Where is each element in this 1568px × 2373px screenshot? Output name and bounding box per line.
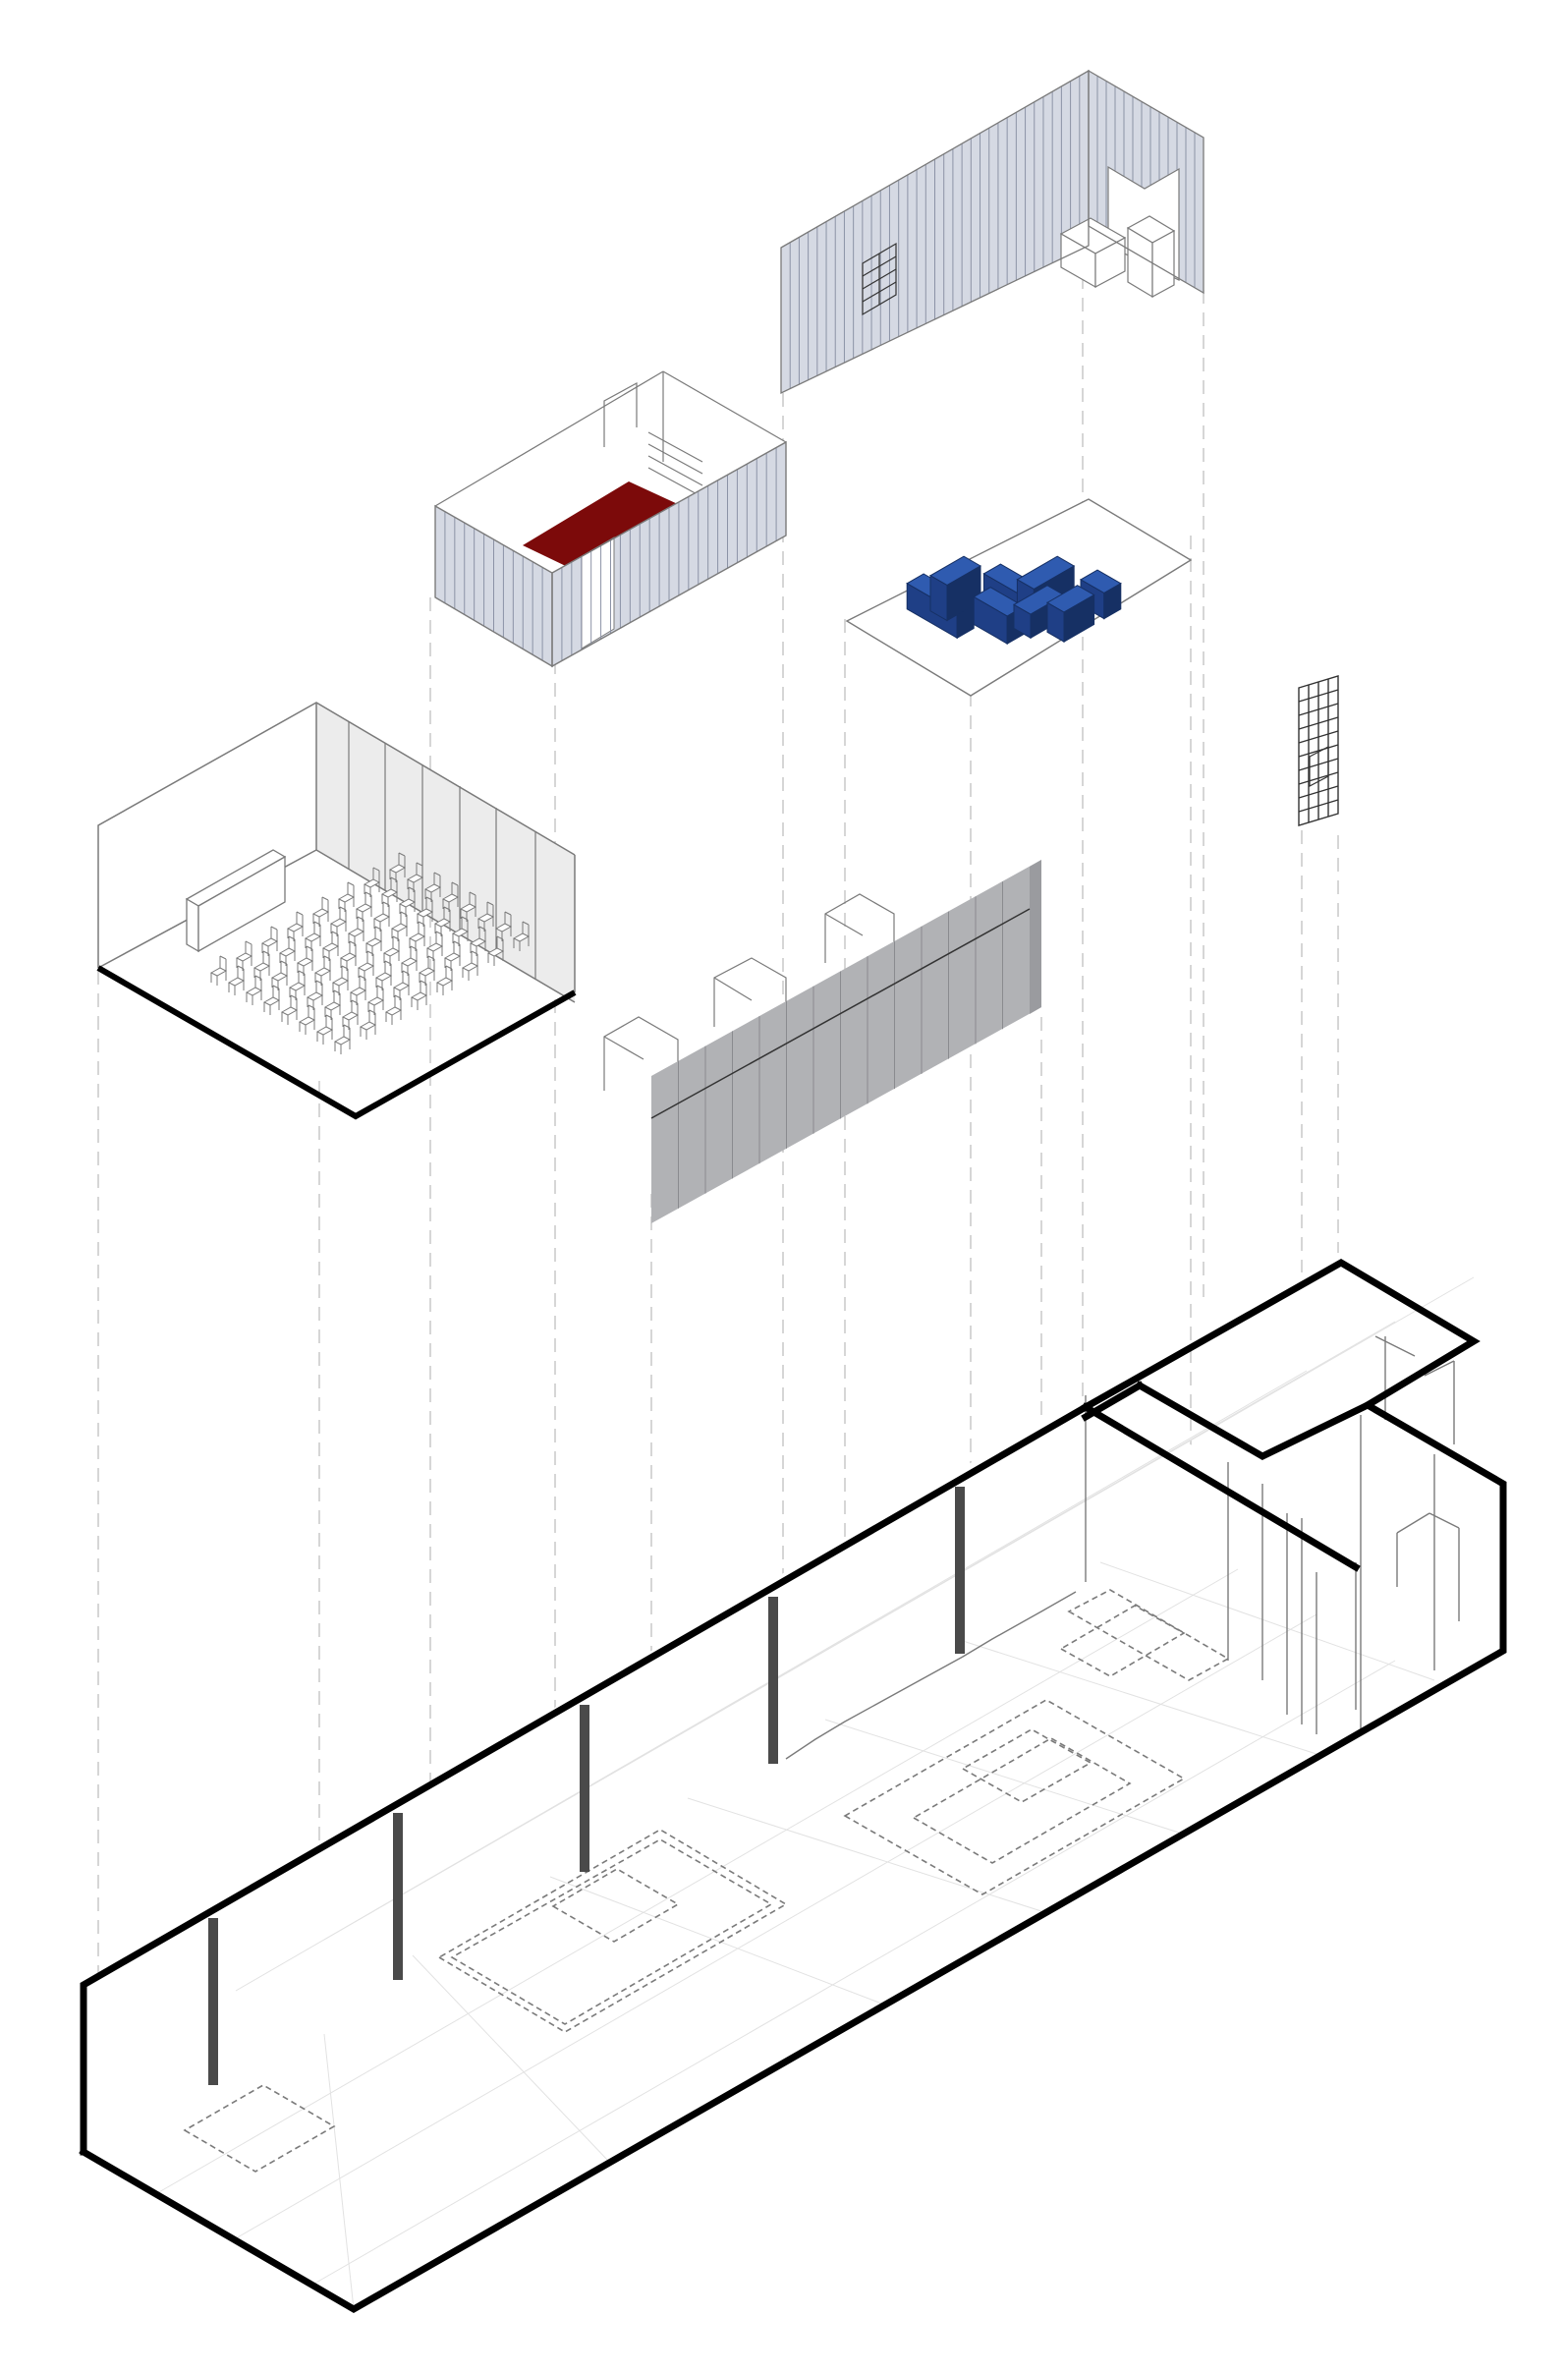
red-carpet-booth — [434, 370, 787, 668]
chair — [260, 926, 279, 956]
chair — [337, 881, 356, 912]
chair — [311, 896, 330, 927]
grid-window — [862, 242, 897, 316]
chair — [512, 921, 531, 951]
lecture-room — [96, 702, 577, 1120]
chair — [476, 901, 495, 932]
wire-grid-bar — [1298, 730, 1339, 744]
chair — [262, 985, 281, 1015]
chair — [388, 852, 407, 882]
red-carpet — [523, 481, 680, 569]
chair — [270, 960, 289, 990]
chair — [435, 965, 454, 995]
chair — [341, 999, 360, 1030]
structural-columns — [208, 1487, 965, 2085]
wire-grid-bar — [1298, 703, 1339, 716]
chair — [349, 975, 367, 1005]
column — [768, 1597, 778, 1764]
wire-grid-bar — [1298, 771, 1339, 785]
column — [208, 1918, 218, 2085]
wire-grid-bar — [1298, 744, 1339, 758]
chair — [357, 950, 375, 981]
chair — [406, 862, 424, 892]
wire-grid-bar — [1298, 785, 1339, 799]
cabinet-boxes — [1059, 215, 1176, 299]
chair — [235, 940, 253, 971]
chair-rows — [209, 852, 531, 1054]
rug-edge — [785, 1591, 1077, 1760]
base-floor-plan — [79, 1258, 1507, 2314]
column — [393, 1813, 403, 1980]
chair — [425, 931, 444, 961]
grey-partition-wall — [603, 860, 1041, 1223]
chair — [410, 980, 428, 1010]
chair — [364, 926, 383, 956]
chair — [441, 881, 460, 912]
chair — [298, 1004, 316, 1035]
chair — [416, 896, 434, 927]
column — [955, 1487, 965, 1654]
chair — [382, 935, 401, 966]
blue-blocks — [906, 555, 1122, 645]
chair — [209, 955, 228, 986]
wireframe-boxes — [603, 893, 895, 1091]
chair — [433, 906, 452, 936]
chair — [459, 891, 477, 922]
corrugated-wall-assembly — [780, 69, 1204, 395]
wire-grid-bar — [1298, 758, 1339, 771]
wire-grid-bar — [1298, 689, 1339, 703]
chair — [313, 955, 332, 986]
chair — [315, 1014, 334, 1045]
head-table — [185, 849, 287, 953]
chair — [380, 876, 399, 907]
furniture-footprints — [183, 1589, 1230, 2173]
wire-grid-frame — [1298, 675, 1339, 826]
chair — [461, 950, 479, 981]
chair — [280, 994, 299, 1025]
chair — [390, 911, 409, 941]
blue-block — [1045, 585, 1095, 643]
chair — [296, 945, 314, 976]
chair — [372, 901, 391, 932]
interior-thin-walls — [83, 1335, 1460, 2152]
chair — [355, 891, 373, 922]
chair — [359, 1009, 377, 1040]
chair — [408, 921, 426, 951]
chair — [227, 965, 246, 995]
chair — [384, 994, 403, 1025]
chair — [392, 970, 411, 1000]
chair — [374, 960, 393, 990]
chair — [331, 965, 350, 995]
chair — [323, 989, 342, 1020]
chair — [245, 975, 263, 1005]
blue-block — [928, 555, 982, 622]
chair — [304, 921, 322, 951]
chair — [469, 926, 487, 956]
chair — [333, 1024, 352, 1054]
blue-block-platform — [845, 498, 1193, 697]
chair — [347, 916, 365, 946]
chair — [443, 940, 462, 971]
chair — [494, 911, 513, 941]
wire-grid-panel — [1298, 675, 1339, 826]
chair — [363, 867, 381, 897]
wire-grid-bar — [1298, 716, 1339, 730]
chair — [400, 945, 419, 976]
chair — [286, 911, 305, 941]
column — [580, 1705, 589, 1872]
chair — [423, 872, 442, 902]
chair — [306, 980, 324, 1010]
chair — [252, 950, 271, 981]
chair — [278, 935, 297, 966]
chair — [486, 935, 505, 966]
wire-grid-bar — [1298, 799, 1339, 813]
heavy-outline — [79, 1258, 1507, 2314]
